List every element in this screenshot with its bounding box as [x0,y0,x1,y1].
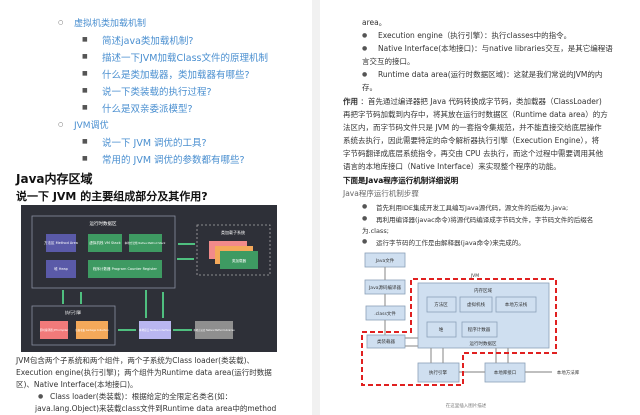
question-heading: 说一下 JVM 的主要组成部分及其作用? [16,190,208,203]
text-line: 系统去执行，因此需要特定的命令解析器执行引擎（Execution Engine）… [343,136,600,145]
step-text: 为.class; [362,227,389,235]
outline-link[interactable]: 说一下类装载的执行过程? [102,87,212,98]
text-line: 字节码翻译成底层系统指令，再交由 CPU 去执行，而这个过程中需要调用其他 [343,149,604,158]
paragraph-line: JVM包含两个子系统和两个组件，两个子系统为Class loader(类装载)、 [16,356,255,365]
text-line: 再把字节码加载到内存中，将其放在运行时数据区（Runtime data area… [343,110,608,119]
bullet-icon: ● [362,71,368,78]
diagram-label: 类加载子系统 [221,229,245,235]
section-heading: Java内存区域 [16,172,93,186]
bullet-icon: ■ [82,36,88,43]
bullet-icon: ● [38,393,44,400]
outline-link[interactable]: 常用的 JVM 调优的参数都有哪些? [102,155,245,166]
step-text: 运行字节码的工作是由解释器(java命令)来完成的。 [376,239,525,247]
bullet-text: 存。 [362,83,377,92]
bullet-icon: ■ [82,104,88,111]
bullet-icon: ■ [82,53,88,60]
bullet-icon: ● [362,45,368,52]
step-text: 首先利用IDE集成开发工具编写Java源代码，源文件的后缀为.java; [376,204,569,212]
outline-link[interactable]: 虚拟机类加载机制 [74,19,147,29]
bullet-icon: ● [362,238,368,245]
bullet-text: Native Interface(本地接口)：与native libraries… [378,44,613,53]
diagram-label: 方法区 Method Area [44,240,78,245]
outline-link[interactable]: 什么是类加载器，类加载器有哪些? [102,70,250,81]
outline-link[interactable]: JVM调优 [74,121,109,131]
bullet-icon: ■ [82,155,88,162]
outline-link[interactable]: 说一下 JVM 调优的工具? [102,138,207,149]
diagram-label: 即时编译器 JITCompiler [40,328,69,332]
text-line: area。 [362,18,387,27]
bullet-text: Runtime data area(运行时数据区域)：这就是我们常说的JVM的内 [378,70,603,79]
left-page: ○ 虚拟机类加载机制 ■ 简述java类加载机制? ■ 描述一下JVM加载Class文件的… [0,0,312,415]
bullet-icon: ● [362,32,368,39]
outline-link[interactable]: 描述一下JVM加载Class文件的原理机制 [102,53,268,64]
bullet-icon: ○ [58,19,64,26]
diagram-label: 程序计数器 Program Counter Register [93,266,158,271]
steps-title: Java程序运行机制步骤 [343,189,419,198]
bullet-text: Class loader(类装载)：根据给定的全限定名类名(如： [50,392,233,401]
bullet-icon: ■ [82,138,88,145]
diagram-label: 垃圾收集 Garbage Collection [75,328,109,332]
bullet-icon: ○ [58,121,64,128]
bullet-text-cont: java.lang.Object)来装载class文件到Runtime data… [35,404,277,413]
diagram-label: 堆 Heap [54,266,69,271]
diagram-label: 运行时数据区 [90,220,117,227]
diagram-label: 类加载器 [232,258,246,263]
jvm-components-diagram: 运行时数据区 方法区 Method Area 虚拟机栈 VM Stack 本地方… [21,205,277,352]
bullet-icon: ● [362,203,368,210]
text-line: 语言的本地库接口（Native Interface）来实现整个程序的功能。 [343,162,561,171]
bullet-text: 言交互的接口。 [362,57,415,66]
bullet-icon: ● [362,215,368,222]
diagram-label: 虚拟机栈 VM Stack [89,240,121,245]
bullet-text: Execution engine（执行引擎）：执行classes中的指令。 [378,31,572,40]
outline-link[interactable]: 什么是双亲委派模型? [102,104,193,115]
text-line: ：首先通过编译器把 Java 代码转换成字节码，类加载器（ClassLoader… [358,97,602,106]
section-heading: 下面是Java程序运行机制详细说明 [343,176,459,185]
diagram-label: 本地方法库 Native Method Libraries [193,328,235,332]
text-line: 法区内，而字节码文件只是 JVM 的一套指令集规范，并不能直接交给底层操作 [343,123,602,132]
diagram-label: 执行引擎 [65,309,81,315]
outline-link[interactable]: 简述java类加载机制? [102,36,194,47]
step-text: 再利用编译器(javac命令)将源代码编译成字节码文件，字节码文件的后缀名 [376,216,594,224]
role-label: 作用 [343,97,358,106]
bullet-icon: ■ [82,87,88,94]
diagram-label: 本地方法栈 Native Method Stack [125,241,166,245]
bullet-icon: ■ [82,70,88,77]
diagram-label: 本地接口 Native Interface [139,328,171,332]
page-gap [312,0,320,415]
paragraph-line: Execution engine(执行引擎)；两个组件为Runtime data… [16,368,272,377]
right-page: area。 ● Execution engine（执行引擎）：执行classes中… [320,0,640,415]
paragraph-line: 区)、Native Interface(本地接口)。 [16,380,138,389]
